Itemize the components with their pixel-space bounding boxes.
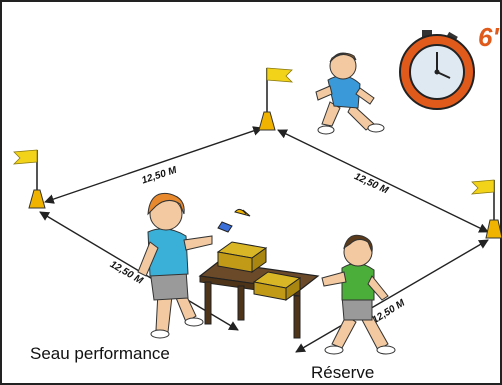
runner-boy-top [315,52,385,135]
thrown-object-icon [217,221,233,233]
girl-thrower [137,192,213,339]
stopwatch-icon [399,30,475,110]
distance-line-top-left [44,126,263,204]
flag-icon-right [470,179,502,239]
runner-boy-bottom [321,234,396,355]
distance-line-top-right [277,129,489,233]
distance-line-bottom-right [295,239,489,353]
caption-bucket: Seau performance [30,344,170,363]
timer-label: 6' [478,22,499,52]
flag-icon-left [12,149,46,209]
throw-arrow-icon [234,208,251,217]
table-with-crates [198,241,320,339]
caption-reserve: Réserve [311,363,375,382]
flag-icon-top [258,67,294,131]
